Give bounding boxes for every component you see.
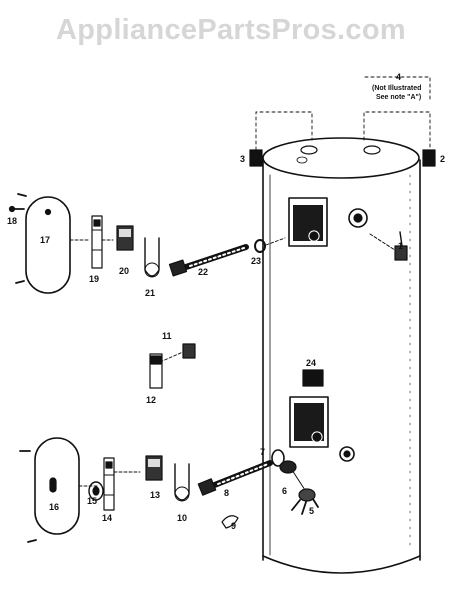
callout-22: 22 xyxy=(198,267,208,277)
callout-4-note-line1: (Not Illustrated xyxy=(372,85,421,92)
callout-23: 23 xyxy=(251,256,261,266)
part-1-relief-valve xyxy=(369,231,408,261)
part-11-limit-control xyxy=(182,343,196,359)
callout-10: 10 xyxy=(177,513,187,523)
callout-15: 15 xyxy=(87,496,97,506)
callout-14: 14 xyxy=(102,513,112,523)
dip-tube-bracket-dashed xyxy=(255,76,431,151)
part-12-bracket xyxy=(149,353,163,389)
callout-19: 19 xyxy=(89,274,99,284)
part-5-drain-valve xyxy=(291,469,319,515)
watermark: AppliancePartsPros.com xyxy=(56,14,406,46)
callout-9: 9 xyxy=(231,521,236,531)
callout-2: 2 xyxy=(440,154,445,164)
part-7-gasket xyxy=(271,449,285,467)
part-10-thermostat-clip xyxy=(174,463,190,502)
part-8-lower-element xyxy=(197,460,273,496)
callout-13: 13 xyxy=(150,490,160,500)
callout-20: 20 xyxy=(119,266,129,276)
part-3-nipple xyxy=(249,149,263,167)
callout-6: 6 xyxy=(282,486,287,496)
callout-labels: 1 2 3 4 5 6 7 8 9 10 11 12 13 14 15 16 1… xyxy=(7,72,445,531)
callout-12: 12 xyxy=(146,395,156,405)
part-23-gasket xyxy=(254,239,266,253)
callout-17: 17 xyxy=(40,235,50,245)
callout-1: 1 xyxy=(398,241,403,251)
part-15-gasket xyxy=(88,481,104,501)
part-21-thermostat-clip xyxy=(144,237,160,278)
part-22-upper-element xyxy=(168,244,249,277)
part-19-bracket xyxy=(91,215,103,269)
callout-24: 24 xyxy=(306,358,316,368)
callout-3: 3 xyxy=(240,154,245,164)
callout-4: 4 xyxy=(396,72,401,82)
lower-access-opening xyxy=(289,396,329,448)
part-16-lower-access-cover xyxy=(34,437,80,535)
water-heater-tank xyxy=(262,137,421,574)
part-9-wire-nut xyxy=(221,515,239,529)
callout-18: 18 xyxy=(7,216,17,226)
part-20-upper-thermostat xyxy=(116,225,134,251)
cold-inlet-nipple xyxy=(363,145,381,155)
label-plate xyxy=(302,369,324,387)
callout-21: 21 xyxy=(145,288,155,298)
callout-11: 11 xyxy=(162,331,172,341)
part-18-screw xyxy=(8,193,27,284)
callout-4-note-line2: See note "A") xyxy=(376,94,421,101)
part-2-nipple xyxy=(422,149,436,167)
part-13-lower-thermostat xyxy=(145,455,163,481)
lower-screws xyxy=(19,450,37,543)
part-17-upper-access-cover xyxy=(25,196,71,294)
callout-5: 5 xyxy=(309,506,314,516)
callout-7: 7 xyxy=(260,447,265,457)
hot-outlet-nipple xyxy=(300,145,318,155)
callout-8: 8 xyxy=(224,488,229,498)
part-14-bracket xyxy=(103,457,115,511)
callout-16: 16 xyxy=(49,502,59,512)
upper-access-opening xyxy=(288,197,328,247)
part-6-fitting xyxy=(279,460,297,474)
